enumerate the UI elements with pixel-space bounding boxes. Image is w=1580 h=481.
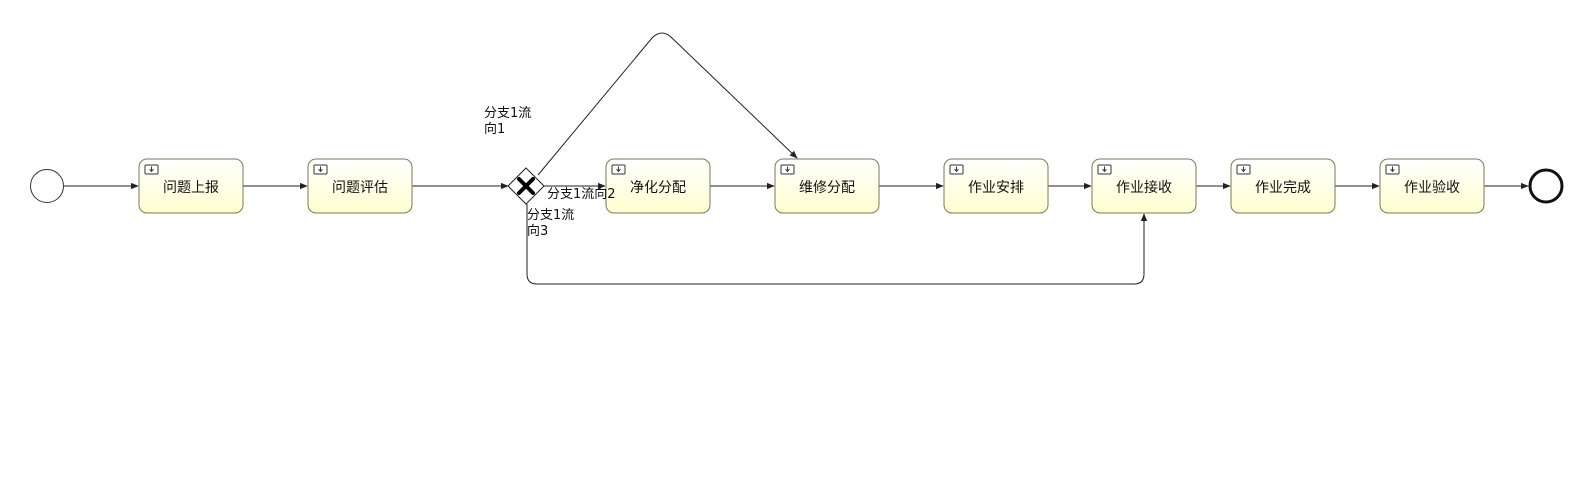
- task-label: 问题上报: [163, 180, 219, 196]
- task-label: 作业验收: [1404, 180, 1460, 196]
- task-t7[interactable]: 作业完成: [1230, 158, 1336, 214]
- task-t3[interactable]: 净化分配: [605, 158, 711, 214]
- task-t5[interactable]: 作业安排: [943, 158, 1049, 214]
- start-event[interactable]: [30, 169, 64, 203]
- task-t2[interactable]: 问题评估: [307, 158, 413, 214]
- branch-1-label-line1: 分支1流: [484, 106, 531, 121]
- x-icon: [517, 177, 535, 195]
- flow-branch-3[interactable]: [526, 204, 1148, 285]
- task-t6[interactable]: 作业接收: [1091, 158, 1197, 214]
- branch-1-label-line2: 向1: [484, 121, 505, 137]
- branch-3-label-line1: 分支1流: [527, 208, 574, 223]
- task-label: 净化分配: [630, 180, 686, 196]
- user-task-icon: [949, 164, 964, 175]
- user-task-icon: [144, 164, 159, 175]
- task-t1[interactable]: 问题上报: [138, 158, 244, 214]
- user-task-icon: [313, 164, 328, 175]
- user-task-icon: [1385, 164, 1400, 175]
- user-task-icon: [1236, 164, 1251, 175]
- branch-2-label: 分支1流向2: [547, 186, 616, 202]
- end-event[interactable]: [1528, 168, 1564, 204]
- user-task-icon: [1097, 164, 1112, 175]
- branch-3-label: 分支1流 向3: [527, 208, 574, 239]
- edges: [64, 32, 1529, 285]
- branch-3-label-line2: 向3: [527, 223, 548, 239]
- task-t8[interactable]: 作业验收: [1379, 158, 1485, 214]
- task-label: 问题评估: [332, 180, 388, 196]
- task-label: 作业安排: [968, 180, 1024, 196]
- task-t4[interactable]: 维修分配: [774, 158, 880, 214]
- task-label: 作业接收: [1116, 179, 1172, 196]
- branch-1-label: 分支1流 向1: [484, 106, 531, 137]
- flow-branch-1[interactable]: [537, 32, 798, 176]
- task-label: 维修分配: [799, 180, 855, 196]
- user-task-icon: [780, 164, 795, 175]
- user-task-icon: [611, 164, 626, 175]
- task-label: 作业完成: [1255, 180, 1311, 196]
- exclusive-gateway[interactable]: [507, 167, 545, 205]
